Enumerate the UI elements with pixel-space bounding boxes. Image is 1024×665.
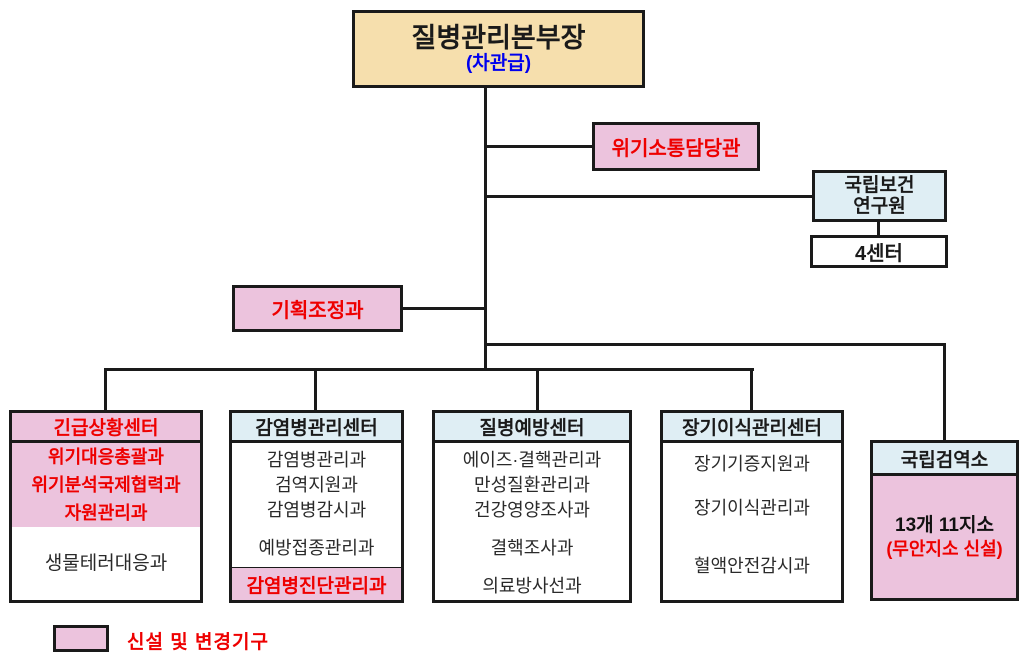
department-item: 감염병감시과 xyxy=(266,500,367,520)
connector-planning xyxy=(403,307,484,310)
quarantine-header: 국립검역소 xyxy=(873,443,1016,476)
connector-drop-emergency xyxy=(104,368,107,410)
director-rank: (차관급) xyxy=(465,53,532,74)
department-group: 감염병관리과 검역지원과 감염병감시과 xyxy=(267,443,366,523)
center-header-prevention: 질병예방센터 xyxy=(435,413,629,443)
infectious-depts: 감염병관리과 검역지원과 감염병감시과 예방접종관리과 xyxy=(232,443,401,567)
connector-drop-prevention xyxy=(536,368,539,410)
connector-quarantine-horizontal xyxy=(484,343,946,346)
crisis-communication-label: 위기소통담당관 xyxy=(611,138,741,160)
legend-swatch xyxy=(53,625,109,652)
nih-box: 국립보건 연구원 xyxy=(812,170,947,222)
infectious-new-dept: 감염병진단관리과 xyxy=(232,567,401,600)
planning-box: 기획조정과 xyxy=(232,285,403,332)
center-box-prevention: 질병예방센터 에이즈·결핵관리과 만성질환관리과 건강영양조사과 결핵조사과 의… xyxy=(432,410,632,603)
connector-quarantine-vertical xyxy=(943,343,946,440)
connector-centers-horizontal xyxy=(104,368,754,371)
center-header-emergency: 긴급상황센터 xyxy=(12,413,200,443)
department-item: 예방접종관리과 xyxy=(258,538,375,558)
connector-drop-infectious xyxy=(314,368,317,410)
director-title: 질병관리본부장 xyxy=(411,23,586,53)
quarantine-scale: 13개 11지소 xyxy=(895,515,994,536)
connector-drop-organ xyxy=(750,368,753,410)
department-item: 검역지원과 xyxy=(275,475,358,495)
department-item: 위기대응총괄과 xyxy=(48,447,164,467)
center-box-organ: 장기이식관리센터 장기기증지원과 장기이식관리과 혈액안전감시과 xyxy=(660,410,844,603)
connector-nih xyxy=(484,195,812,198)
center-header-organ: 장기이식관리센터 xyxy=(663,413,841,443)
director-box: 질병관리본부장 (차관급) xyxy=(352,10,645,88)
department-item: 혈액안전감시과 xyxy=(694,556,810,576)
center-header-infectious: 감염병관리센터 xyxy=(232,413,401,443)
quarantine-note: (무안지소 신설) xyxy=(886,539,1003,559)
department-item: 생물테러대응과 xyxy=(44,553,168,574)
organ-depts: 장기기증지원과 장기이식관리과 혈액안전감시과 xyxy=(663,443,841,600)
nih-name-line2: 연구원 xyxy=(853,196,906,217)
center-box-emergency: 긴급상황센터 위기대응총괄과 위기분석국제협력과 자원관리과 생물테러대응과 xyxy=(9,410,203,603)
department-group: 에이즈·결핵관리과 만성질환관리과 건강영양조사과 xyxy=(463,443,601,523)
department-item: 위기분석국제협력과 xyxy=(31,475,181,495)
department-item: 만성질환관리과 xyxy=(474,475,590,495)
quarantine-box: 국립검역소 13개 11지소 (무안지소 신설) xyxy=(870,440,1019,601)
department-item: 의료방사선과 xyxy=(482,576,582,596)
department-item: 장기기증지원과 xyxy=(694,454,810,474)
nih-sub-label: 4센터 xyxy=(855,243,903,265)
connector-trunk xyxy=(484,88,487,371)
emergency-new-depts: 위기대응총괄과 위기분석국제협력과 자원관리과 xyxy=(12,443,200,527)
legend-label: 신설 및 변경기구 xyxy=(127,632,269,653)
department-item: 감염병관리과 xyxy=(266,450,367,470)
department-item: 건강영양조사과 xyxy=(474,500,590,520)
center-box-infectious: 감염병관리센터 감염병관리과 검역지원과 감염병감시과 예방접종관리과 감염병진… xyxy=(229,410,404,603)
planning-label: 기획조정과 xyxy=(271,300,364,322)
nih-sub-box: 4센터 xyxy=(810,235,948,268)
department-item: 결핵조사과 xyxy=(490,538,574,558)
emergency-depts: 생물테러대응과 xyxy=(12,527,200,600)
department-item: 자원관리과 xyxy=(64,503,148,523)
connector-crisis-communication xyxy=(484,145,592,148)
prevention-depts: 에이즈·결핵관리과 만성질환관리과 건강영양조사과 결핵조사과 의료방사선과 xyxy=(435,443,629,600)
quarantine-body: 13개 11지소 (무안지소 신설) xyxy=(873,476,1016,598)
crisis-communication-box: 위기소통담당관 xyxy=(592,122,760,171)
nih-name-line1: 국립보건 xyxy=(844,175,915,196)
department-item: 장기이식관리과 xyxy=(694,498,810,518)
department-item: 에이즈·결핵관리과 xyxy=(462,450,602,470)
connector-nih-sub xyxy=(877,222,880,235)
